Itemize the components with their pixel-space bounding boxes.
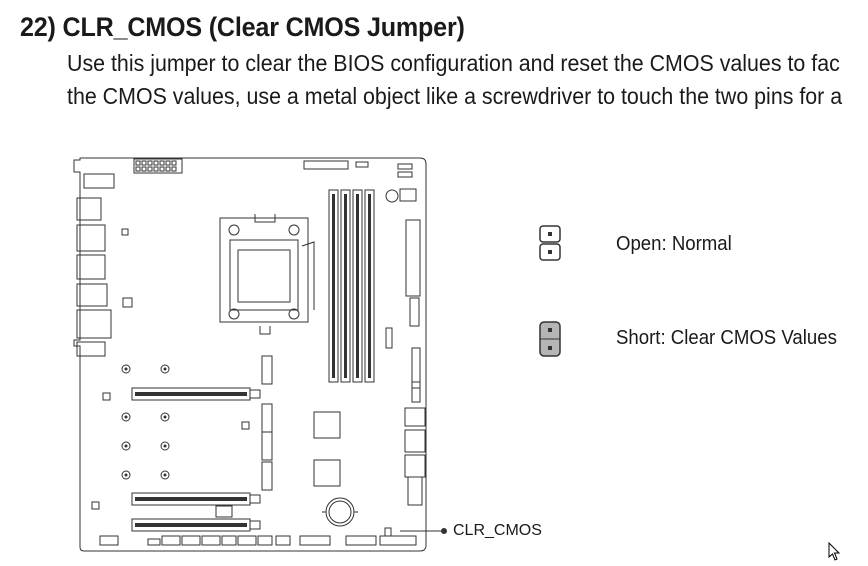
motherboard-diagram xyxy=(73,157,427,552)
clr-cmos-callout-label: CLR_CMOS xyxy=(453,522,542,539)
mouse-pointer-icon xyxy=(828,542,841,561)
clr-cmos-callout-line xyxy=(400,528,447,534)
legend-open-label: Open: Normal xyxy=(616,233,732,255)
paragraph-line-2: the CMOS values, use a metal object like… xyxy=(67,83,843,109)
legend-short-label: Short: Clear CMOS Values xyxy=(616,327,837,349)
paragraph-line-1: Use this jumper to clear the BIOS config… xyxy=(67,50,840,76)
jumper-open-icon xyxy=(539,225,561,261)
section-heading: 22) CLR_CMOS (Clear CMOS Jumper) xyxy=(20,12,465,42)
jumper-short-icon xyxy=(539,321,561,357)
